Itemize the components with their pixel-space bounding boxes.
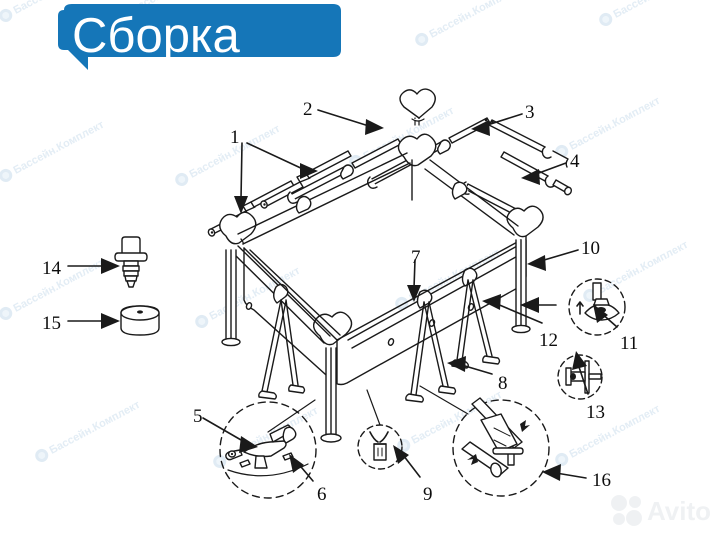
corner-joint-right xyxy=(506,205,544,238)
detail-circle-cap xyxy=(357,389,403,470)
callout-number-13: 13 xyxy=(586,402,605,423)
callout-number-3: 3 xyxy=(525,102,535,123)
callout-number-1: 1 xyxy=(230,127,240,148)
callout-number-6: 6 xyxy=(317,484,327,505)
corner-joint-back-left xyxy=(219,211,257,245)
callout-number-4: 4 xyxy=(570,151,580,172)
callout-number-12: 12 xyxy=(539,330,558,351)
callout-number-11: 11 xyxy=(620,333,639,354)
part-pin-screw xyxy=(114,236,148,288)
part-washer-disc xyxy=(120,305,160,336)
callout-number-2: 2 xyxy=(303,99,313,120)
callout-number-10: 10 xyxy=(581,238,600,259)
callout-number-5: 5 xyxy=(193,406,203,427)
rod-3 xyxy=(488,119,569,168)
leader-lines xyxy=(67,109,618,482)
detail-circle-locking-pin xyxy=(419,385,550,497)
callout-number-7: 7 xyxy=(411,247,421,268)
avito-logo: Avito xyxy=(607,493,711,532)
corner-joint-back-right xyxy=(397,133,437,167)
svg-text:Avito: Avito xyxy=(647,496,711,526)
callout-number-16: 16 xyxy=(592,470,611,491)
callout-number-14: 14 xyxy=(42,258,61,279)
detail-circle-foot xyxy=(219,399,317,499)
callout-number-8: 8 xyxy=(498,373,508,394)
page-title: Сборка xyxy=(72,9,240,63)
title-banner xyxy=(56,4,341,70)
corner-joint-top xyxy=(399,88,436,126)
callout-number-9: 9 xyxy=(423,484,433,505)
callout-number-15: 15 xyxy=(42,313,61,334)
frame-top-rails xyxy=(231,152,524,349)
rail-connectors xyxy=(273,181,478,309)
frame-legs xyxy=(221,239,531,443)
